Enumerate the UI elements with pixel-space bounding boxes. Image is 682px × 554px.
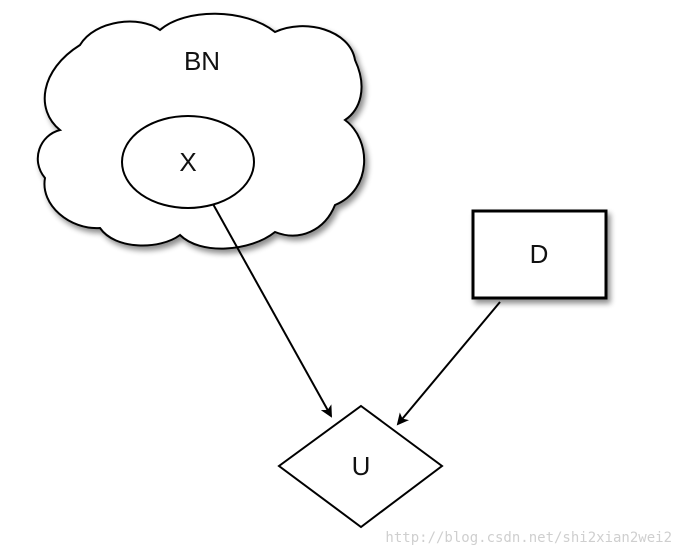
edge-x-to-u bbox=[212, 203, 332, 418]
chance-node-x-shape bbox=[121, 115, 255, 209]
utility-node-u: U bbox=[277, 404, 444, 529]
decision-node-d-label: D bbox=[530, 239, 549, 269]
chance-node-x-label: X bbox=[179, 147, 196, 177]
utility-node-u-label: U bbox=[352, 451, 371, 481]
decision-node-d-shape bbox=[471, 209, 608, 300]
decision-node-d: D bbox=[471, 209, 608, 300]
utility-node-u-shape bbox=[277, 404, 444, 529]
edge-d-to-u bbox=[396, 301, 501, 426]
bn-label: BN bbox=[184, 46, 220, 76]
chance-node-x: X bbox=[121, 115, 255, 209]
watermark-text: http://blog.csdn.net/shi2xian2wei2 bbox=[385, 530, 672, 546]
